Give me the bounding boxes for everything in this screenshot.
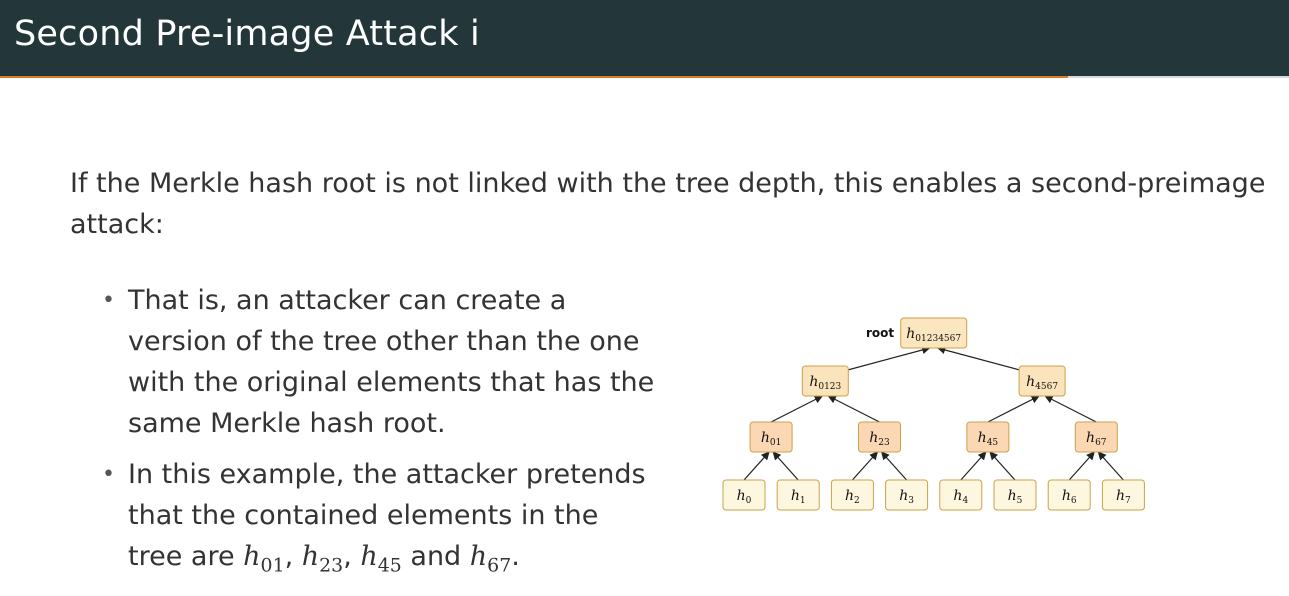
leaf-node-h3: h3 [885,479,929,511]
node-h23-box [858,421,901,453]
edge-leaf-5 [989,451,1016,481]
intro-paragraph: If the Merkle hash root is not linked wi… [70,168,1266,240]
header-progress-bar [0,76,1068,78]
leaf-node-h5-box [993,479,1037,511]
node-h67: h67 [1074,421,1118,453]
leaf-node-h7-label: h7 [1116,488,1131,506]
leaf-node-h0: h0 [722,479,766,511]
leaf-node-h6: h6 [1047,479,1091,511]
leaf-node-h5: h5 [993,479,1037,511]
bullet-item-2: • In this example, the attacker pretends… [100,454,660,586]
node-h0123-label: h0123 [809,374,841,392]
root-node-h01234567-box [900,317,968,349]
node-h01-box [749,421,793,453]
node-h45-label: h45 [978,430,999,448]
leaf-node-h3-box [885,479,929,511]
edge-leaf-2 [851,451,879,481]
separator: , [343,541,361,572]
math-term-h45: h45 [360,541,402,577]
header-progress-remaining [1068,76,1289,78]
edge-leaf-6 [1068,451,1095,481]
leaf-node-h2-label: h2 [845,488,860,506]
node-h67-box [1074,421,1118,453]
bullet-dot-icon: • [102,288,115,313]
node-h23-label: h23 [869,430,890,448]
edge-l1-2 [987,395,1040,423]
tree-edges [743,345,1124,481]
edge-l1-0 [770,395,824,423]
math-term-h67: h67 [469,541,512,577]
math-term-h01: h01 [243,541,285,577]
node-h45-box [966,421,1010,453]
slide-title: Second Pre-image Attack i [14,14,480,54]
math-term-h23: h23 [301,541,344,577]
leaf-node-h6-label: h6 [1062,488,1077,506]
leaf-node-h0-box [722,479,766,511]
node-h0123-box [801,365,849,397]
root-node-h01234567: h01234567 [900,317,968,349]
node-h4567-label: h4567 [1026,374,1058,392]
node-h0123: h0123 [801,365,849,397]
separator: , [284,541,302,572]
node-h45: h45 [966,421,1010,453]
leaf-node-h4: h4 [939,479,983,511]
bullet-item-1: • That is, an attacker can create a vers… [100,280,660,444]
separator: . [511,541,520,572]
leaf-node-h7-box [1101,479,1145,511]
root-label: root [866,326,894,340]
node-h01-label: h01 [761,430,781,448]
edge-leaf-3 [880,451,908,481]
edge-leaf-7 [1097,451,1124,481]
bullet-text-2-prefix: In this example, the attacker pretends t… [128,459,646,572]
tree-nodes: h0 h1 h2 h3 h4 h5 h6 h7 h01 h23 h45 h67 h0123 h4567 h0… [722,317,1145,511]
leaf-node-h1: h1 [776,479,820,511]
edge-l1-1 [827,395,880,423]
node-h01: h01 [749,421,793,453]
leaf-node-h2: h2 [830,479,874,511]
leaf-node-h4-box [939,479,983,511]
leaf-node-h1-box [776,479,820,511]
node-h4567-box [1018,365,1066,397]
edge-leaf-4 [960,451,987,481]
edge-leaf-0 [743,451,770,481]
leaf-node-h3-label: h3 [899,488,914,506]
leaf-node-h0-label: h0 [737,488,752,506]
leaf-node-h2-box [830,479,874,511]
edge-leaf-1 [772,451,799,481]
edge-l1-3 [1044,395,1097,423]
leaf-node-h7: h7 [1101,479,1145,511]
leaf-node-h6-box [1047,479,1091,511]
leaf-node-h1-label: h1 [791,488,806,506]
separator: and [401,541,470,572]
node-h23: h23 [858,421,901,453]
merkle-tree-diagram: h0 h1 h2 h3 h4 h5 h6 h7 h01 h23 h45 h67 h0123 h4567 h0… [722,317,1145,511]
bullet-dot-icon: • [102,462,115,487]
node-h67-label: h67 [1086,430,1107,448]
root-node-h01234567-label: h01234567 [906,326,961,344]
slide-header: Second Pre-image Attack i [0,0,1289,77]
node-h4567: h4567 [1018,365,1066,397]
leaf-node-h4-label: h4 [953,488,968,506]
leaf-node-h5-label: h5 [1008,488,1023,506]
bullet-text-1: That is, an attacker can create a versio… [128,285,655,439]
bullet-list: • That is, an attacker can create a vers… [100,280,660,596]
